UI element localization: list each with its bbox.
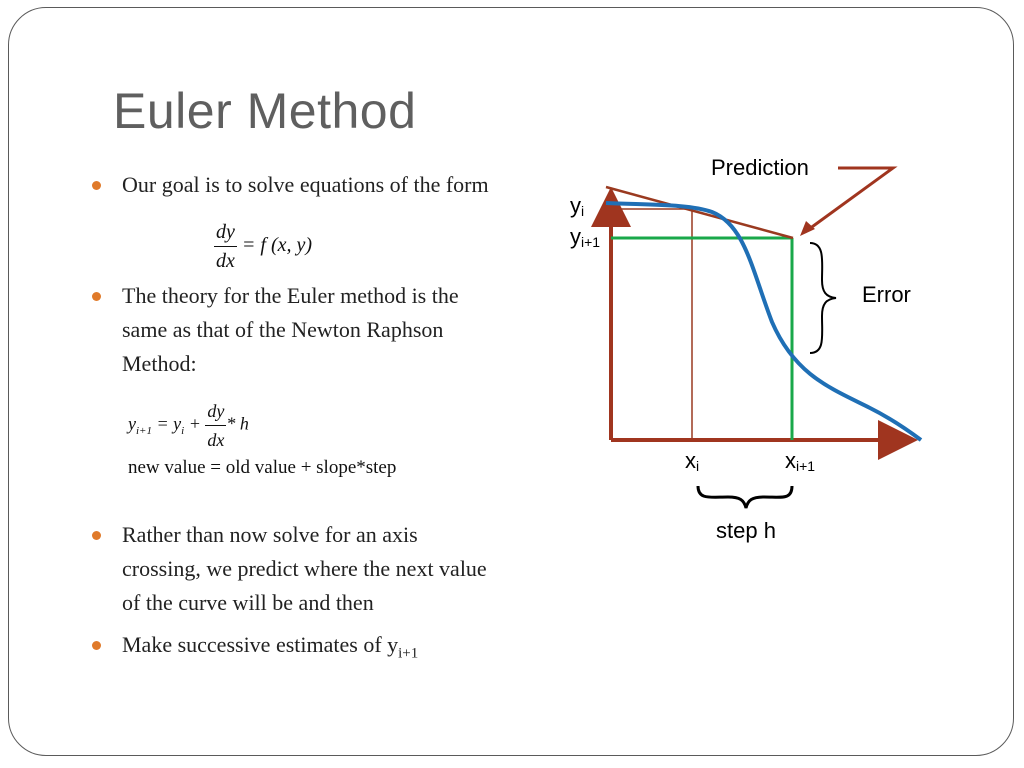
- eq-plus: +: [184, 413, 201, 434]
- step-label: step h: [716, 518, 776, 543]
- yi1-sub: i+1: [581, 234, 601, 250]
- prediction-label: Prediction: [711, 155, 809, 180]
- equation-euler: yi+1 = yi + dy dx * h: [128, 397, 249, 454]
- yi-text: y: [570, 193, 581, 218]
- error-label: Error: [862, 282, 911, 307]
- equation-caption: new value = old value + slope*step: [128, 457, 397, 478]
- bullet-text: The theory for the Euler method is the s…: [122, 283, 459, 376]
- xi1-label: xi+1: [785, 448, 815, 474]
- bullet-dot: [92, 181, 101, 190]
- slide-frame: [8, 7, 1014, 756]
- bullet-text: Rather than now solve for an axis crossi…: [122, 522, 487, 615]
- bullet-predict: Rather than now solve for an axis crossi…: [92, 518, 502, 620]
- bullet-goal: Our goal is to solve equations of the fo…: [92, 168, 502, 202]
- eq-lhs-sub: i+1: [136, 425, 152, 438]
- xi-text: x: [685, 448, 696, 473]
- yi1-text: y: [570, 224, 581, 249]
- yi1-label: yi+1: [570, 224, 600, 250]
- eq-mid: = y: [151, 413, 182, 434]
- fraction-numerator: dy: [205, 397, 227, 426]
- yi-label: yi: [570, 193, 584, 219]
- bullet-subscript: i+1: [398, 645, 419, 662]
- bullet-estimates: Make successive estimates of yi+1: [92, 628, 502, 670]
- bullet-text-main: Make successive estimates of y: [122, 632, 399, 657]
- fraction-dydx: dy dx: [205, 397, 227, 454]
- xi-sub: i: [696, 458, 700, 474]
- bullet-theory: The theory for the Euler method is the s…: [92, 279, 502, 381]
- bullet-text: Make successive estimates of yi+1: [122, 628, 502, 670]
- fraction-numerator: dy: [214, 218, 237, 247]
- fraction-denominator: dx: [207, 430, 225, 450]
- xi1-sub: i+1: [796, 458, 816, 474]
- xi1-text: x: [785, 448, 796, 473]
- eq-tail: * h: [226, 413, 249, 434]
- bullet-dot: [92, 641, 101, 650]
- bullet-dot: [92, 292, 101, 301]
- fraction-denominator: dx: [216, 250, 235, 272]
- bullet-text: Our goal is to solve equations of the fo…: [122, 172, 489, 197]
- eq-lhs: y: [128, 413, 136, 434]
- slide-title: Euler Method: [113, 83, 417, 139]
- equation-rhs: = f (x, y): [241, 234, 313, 257]
- bullet-dot: [92, 531, 101, 540]
- fraction-dydx: dy dx: [214, 218, 237, 275]
- yi-sub: i: [581, 203, 585, 219]
- eq-mid-sub: i: [181, 425, 185, 438]
- xi-label: xi: [685, 448, 699, 474]
- equation-ode: dy dx = f (x, y): [214, 218, 312, 275]
